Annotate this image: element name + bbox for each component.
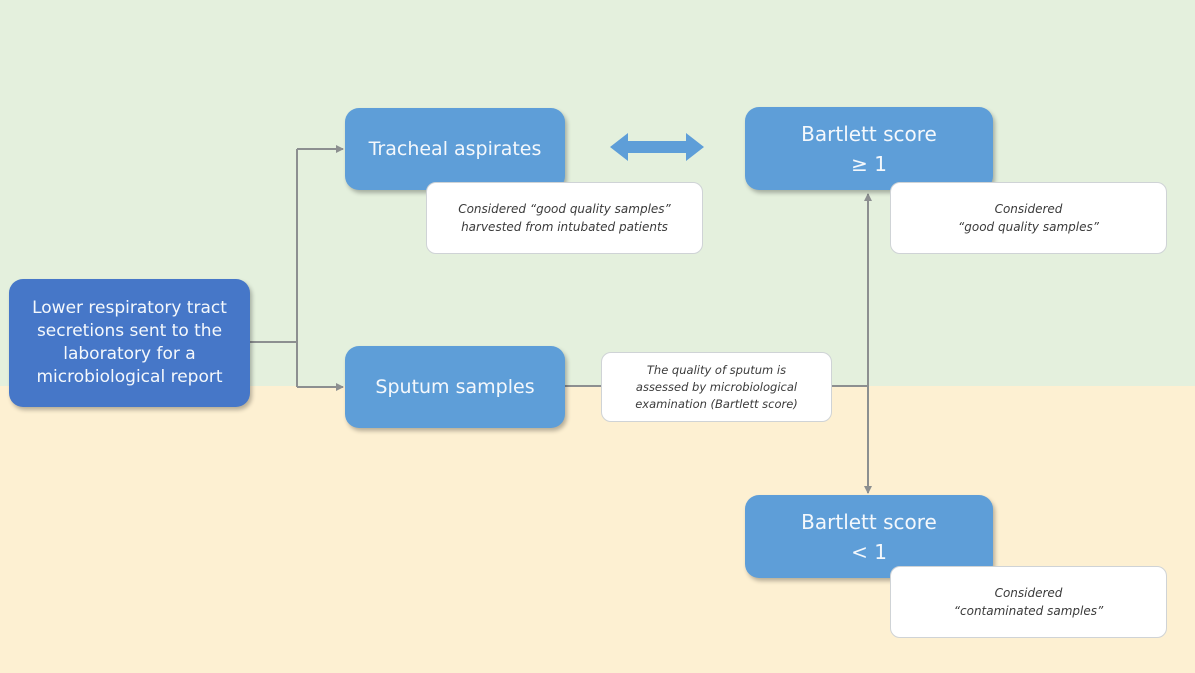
bartlett-low-note-line-1: Considered [994, 586, 1063, 600]
tracheal-note-line-2: harvested from intubated patients [461, 220, 668, 234]
tracheal-note-line-1: Considered “good quality samples” [458, 202, 671, 216]
root-line-3: laboratory for a [63, 344, 196, 364]
bartlett-score-high-node[interactable]: Bartlett score ≥ 1 [745, 107, 993, 190]
root-line-2: secretions sent to the [36, 321, 223, 341]
root-line-1: Lower respiratory tract [32, 298, 227, 318]
bartlett-high-note: Considered “good quality samples” [890, 182, 1167, 254]
sputum-note-line-1: The quality of sputum is [646, 362, 787, 377]
double-headed-arrow-icon [610, 133, 704, 161]
sputum-note-line-3: examination (Bartlett score) [635, 396, 798, 411]
bartlett-low-line-2: < 1 [851, 539, 887, 564]
sputum-note-line-2: assessed by microbiological [635, 379, 798, 394]
sputum-samples-label: Sputum samples [375, 376, 535, 398]
bartlett-high-line-1: Bartlett score [801, 121, 937, 146]
tracheal-aspirates-node[interactable]: Tracheal aspirates [345, 108, 565, 190]
bartlett-low-note-line-2: “contaminated samples” [953, 604, 1104, 618]
tracheal-aspirates-note: Considered “good quality samples” harves… [426, 182, 703, 254]
bartlett-high-note-line-1: Considered [994, 202, 1063, 216]
bartlett-high-note-line-2: “good quality samples” [958, 220, 1099, 234]
root-line-4: microbiological report [36, 367, 223, 387]
bartlett-high-line-2: ≥ 1 [851, 151, 887, 176]
bartlett-score-low-node[interactable]: Bartlett score < 1 [745, 495, 993, 578]
root-node-lower-respiratory-secretions[interactable]: Lower respiratory tract secretions sent … [9, 279, 250, 407]
root-node-text: Lower respiratory tract secretions sent … [32, 297, 227, 389]
tracheal-aspirates-label: Tracheal aspirates [368, 138, 542, 160]
sputum-quality-note: The quality of sputum is assessed by mic… [601, 352, 832, 422]
bartlett-low-line-1: Bartlett score [801, 509, 937, 534]
bartlett-low-note: Considered “contaminated samples” [890, 566, 1167, 638]
sputum-samples-node[interactable]: Sputum samples [345, 346, 565, 428]
